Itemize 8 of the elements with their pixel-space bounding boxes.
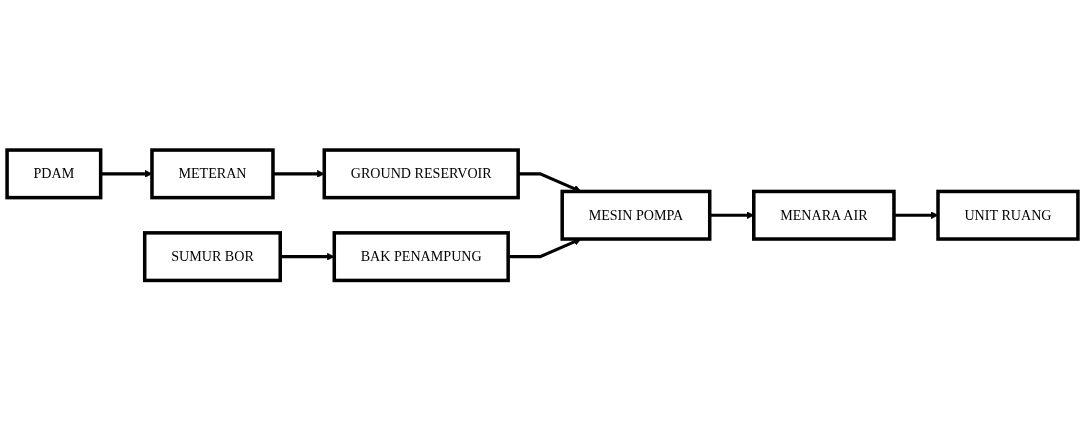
node-box: SUMUR BOR: [142, 230, 282, 282]
node-box: METERAN: [150, 148, 275, 200]
node-box: UNIT RUANG: [936, 189, 1080, 241]
node-box: MESIN POMPA: [560, 189, 712, 241]
node-box: PDAM: [5, 148, 103, 200]
node-box: BAK PENAMPUNG: [332, 230, 510, 282]
node-box: MENARA AIR: [752, 189, 896, 241]
node-box: GROUND RESERVOIR: [322, 148, 520, 200]
